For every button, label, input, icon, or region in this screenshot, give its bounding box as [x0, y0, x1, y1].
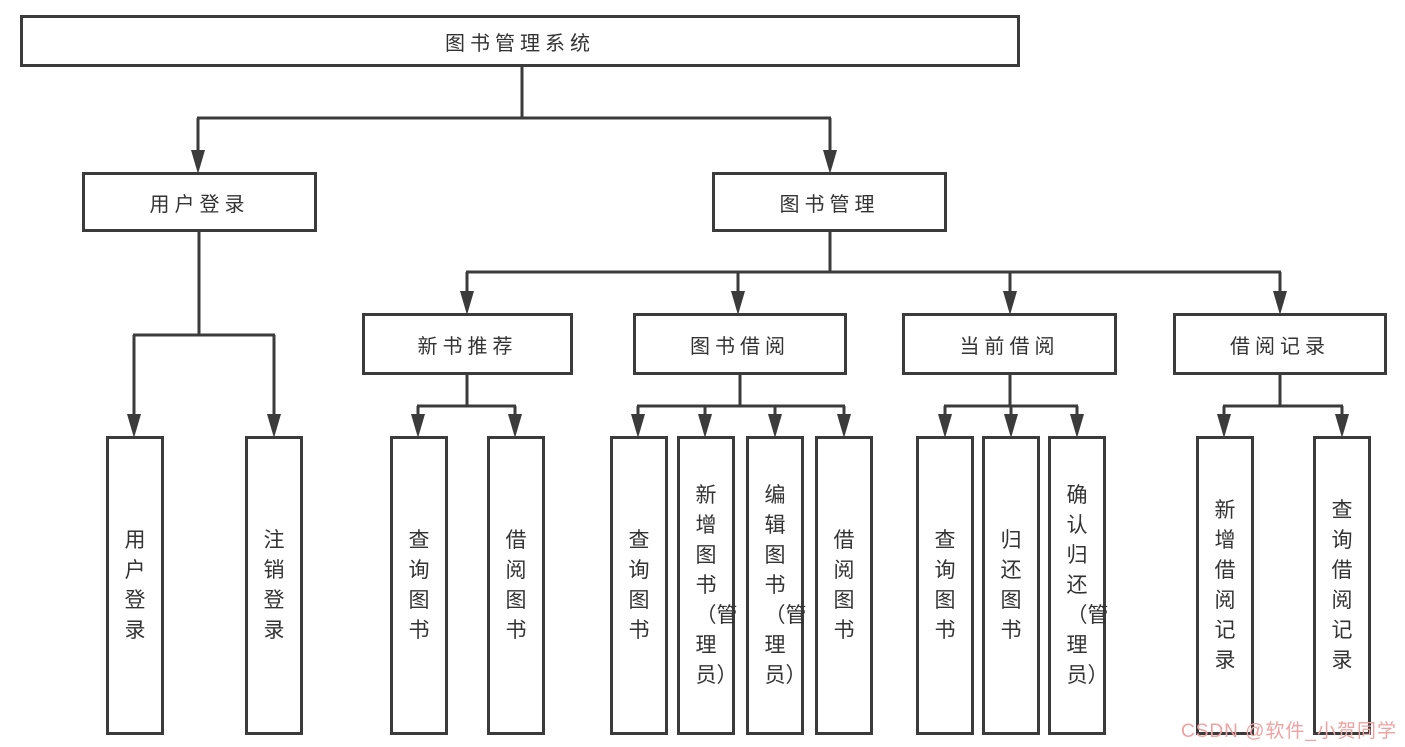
csdn-watermark: CSDN @软件_小贺同学: [1181, 721, 1397, 742]
node-label: 图书管理系统: [445, 32, 595, 55]
leaf-user-login: 用户登录: [106, 436, 164, 735]
leaf-add-books-admin: 新增图书（管理员）: [677, 436, 738, 735]
leaf-return-books: 归还图书: [982, 436, 1040, 735]
node-label: 当前借阅: [959, 335, 1060, 358]
leaf-borrow-books-1: 借阅图书: [487, 436, 545, 735]
leaf-borrow-books-2: 借阅图书: [815, 436, 873, 735]
leaf-query-books-1: 查询图书: [390, 436, 448, 735]
node-book-management: 图书管理: [712, 172, 947, 232]
node-label: 借阅图书: [505, 528, 527, 642]
node-user-login: 用户登录: [82, 172, 317, 232]
node-label: 新书推荐: [417, 335, 518, 358]
leaf-logout: 注销登录: [245, 436, 303, 735]
node-label: 新增借阅记录: [1214, 498, 1236, 672]
node-label: 编辑图书（管理员）: [764, 483, 807, 687]
node-label: 用户登录: [124, 528, 146, 642]
leaf-query-borrow-record: 查询借阅记录: [1313, 436, 1371, 735]
node-book-management-system: 图书管理系统: [20, 15, 1020, 67]
node-label: 查询借阅记录: [1331, 498, 1353, 672]
node-label: 借阅记录: [1230, 335, 1330, 358]
node-label: 查询图书: [628, 528, 650, 642]
node-label: 图书借阅: [690, 335, 790, 358]
leaf-edit-books-admin: 编辑图书（管理员）: [746, 436, 807, 735]
leaf-add-borrow-record: 新增借阅记录: [1196, 436, 1254, 735]
tree-edges: [132, 67, 1344, 416]
node-label: 查询图书: [934, 528, 956, 642]
node-label: 查询图书: [408, 528, 430, 642]
leaf-query-books-3: 查询图书: [916, 436, 974, 735]
node-label: 图书管理: [779, 193, 880, 216]
node-label: 归还图书: [1000, 528, 1022, 642]
node-current-borrowing: 当前借阅: [902, 313, 1117, 375]
node-new-book-recommendation: 新书推荐: [362, 313, 573, 375]
node-label: 用户登录: [149, 193, 250, 216]
leaf-confirm-return-admin: 确认归还（管理员）: [1048, 436, 1109, 735]
arrowheads: [127, 150, 1349, 438]
node-borrowing-records: 借阅记录: [1173, 313, 1387, 375]
node-label: 借阅图书: [833, 528, 855, 642]
node-label: 确认归还（管理员）: [1066, 483, 1109, 687]
node-label: 注销登录: [263, 528, 285, 642]
node-label: 新增图书（管理员）: [695, 483, 738, 687]
node-book-borrowing: 图书借阅: [633, 313, 847, 375]
leaf-query-books-2: 查询图书: [610, 436, 668, 735]
